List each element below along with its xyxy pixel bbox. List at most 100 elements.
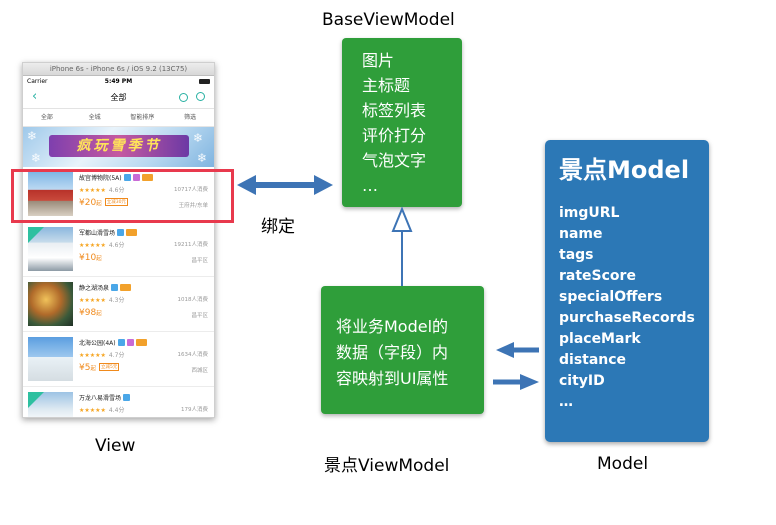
model-prop: … <box>559 394 573 410</box>
vm-desc-line: 数据（字段）内 <box>336 343 449 362</box>
status-bar: Carrier 5:49 PM <box>23 76 214 87</box>
field-rating: 评价打分 <box>362 126 427 145</box>
tag-icon <box>123 394 131 401</box>
tag-icon <box>126 339 134 346</box>
field-ellipsis: … <box>362 176 378 195</box>
place-mark: 昌平区 <box>191 313 208 319</box>
rating: ★★★★★4.6分 <box>79 187 125 194</box>
field-bubble-text: 气泡文字 <box>362 151 427 170</box>
place-mark: 王府井/东单 <box>178 203 208 209</box>
purchase-count: 1634人消费 <box>177 352 209 358</box>
vm-desc-line: 将业务Model的 <box>336 317 449 336</box>
scenic-viewmodel-label: 景点ViewModel <box>324 456 450 476</box>
field-main-title: 主标题 <box>362 76 411 95</box>
filter-sort[interactable]: 智能排序 <box>130 114 155 121</box>
inheritance-arrow <box>391 206 413 286</box>
bind-label: 绑定 <box>261 217 295 237</box>
user-icon[interactable] <box>179 93 188 102</box>
thumbnail-image <box>28 227 73 271</box>
snowflake-icon: ❄ <box>193 131 204 145</box>
model-prop: placeMark <box>559 331 641 347</box>
status-time: 5:49 PM <box>104 78 133 85</box>
model-prop: cityID <box>559 373 605 389</box>
tag-icon <box>141 174 153 181</box>
item-name: 北海公园(4A) <box>79 338 147 347</box>
model-prop: tags <box>559 247 594 263</box>
model-to-vm-arrow <box>496 342 539 358</box>
base-viewmodel-box: 图片 主标题 标签列表 评价打分 气泡文字 … <box>342 38 462 207</box>
tag-icon <box>132 174 140 181</box>
place-mark: 昌平区 <box>191 258 208 264</box>
phone-simulator: iPhone 6s - iPhone 6s / iOS 9.2 (13C75) … <box>22 62 215 418</box>
price: ¥20起立减30元 <box>79 198 128 208</box>
banner-title: 疯玩雪季节 <box>49 135 189 157</box>
model-prop: purchaseRecords <box>559 310 695 326</box>
tag-icon <box>111 284 119 291</box>
promo-banner[interactable]: ❄ ❄ ❄ ❄ 疯玩雪季节 <box>23 127 214 167</box>
field-tag-list: 标签列表 <box>362 101 427 120</box>
scenic-list: 故宫博物院(5A) ★★★★★4.6分 10717人消费 ¥20起立减30元 王… <box>23 167 214 417</box>
scenic-viewmodel-box: 将业务Model的 数据（字段）内 容映射到UI属性 <box>321 286 484 414</box>
filter-city[interactable]: 全城 <box>88 114 101 121</box>
item-name: 军都山滑雪场 <box>79 228 138 237</box>
back-chevron-icon[interactable]: ‹ <box>32 89 38 104</box>
battery-icon <box>199 79 210 84</box>
snowflake-icon: ❄ <box>197 151 208 165</box>
list-item[interactable]: 北海公园(4A) ★★★★★4.7分 1634人消费 ¥5起立减5元 西城区 <box>23 332 214 387</box>
scenic-model-box: 景点Model imgURL name tags rateScore speci… <box>545 140 709 442</box>
model-prop: specialOffers <box>559 289 663 305</box>
filter-screen[interactable]: 筛选 <box>184 114 197 121</box>
tag-icon <box>126 229 138 236</box>
purchase-count: 179人消费 <box>181 407 208 413</box>
rating: ★★★★★4.4分 <box>79 407 125 414</box>
thumbnail-image <box>28 392 73 417</box>
filter-all[interactable]: 全部 <box>40 114 53 121</box>
model-prop: rateScore <box>559 268 636 284</box>
item-name: 万龙八易滑雪场 <box>79 393 131 402</box>
rating: ★★★★★4.6分 <box>79 242 125 249</box>
tag-icon <box>135 339 147 346</box>
purchase-count: 19211人消费 <box>174 242 208 248</box>
tag-icon <box>117 229 125 236</box>
rating: ★★★★★4.3分 <box>79 297 125 304</box>
purchase-count: 10717人消费 <box>174 187 208 193</box>
vm-to-model-arrow <box>493 374 539 390</box>
snowflake-icon: ❄ <box>27 129 38 143</box>
tag-icon <box>117 339 125 346</box>
price: ¥98起 <box>79 308 102 318</box>
thumbnail-image <box>28 282 73 326</box>
price: ¥5起立减5元 <box>79 363 120 373</box>
model-prop: imgURL <box>559 205 620 221</box>
filter-bar: 全部 全城 智能排序 筛选 <box>23 109 214 127</box>
model-prop: distance <box>559 352 627 368</box>
nav-bar: ‹ 全部 <box>23 87 214 109</box>
simulator-title: iPhone 6s - iPhone 6s / iOS 9.2 (13C75) <box>23 63 214 76</box>
snowflake-icon: ❄ <box>31 151 42 165</box>
place-mark: 西城区 <box>191 368 208 374</box>
tag-icon <box>120 284 132 291</box>
list-item[interactable]: 万龙八易滑雪场 ★★★★★4.4分 179人消费 <box>23 387 214 417</box>
carrier-label: Carrier <box>27 78 48 85</box>
model-box-title: 景点Model <box>559 156 690 184</box>
model-prop: name <box>559 226 603 242</box>
model-label: Model <box>597 454 649 474</box>
purchase-count: 1018人消费 <box>177 297 209 303</box>
list-item[interactable]: 军都山滑雪场 ★★★★★4.6分 19211人消费 ¥10起 昌平区 <box>23 222 214 277</box>
bind-double-arrow <box>237 175 333 195</box>
thumbnail-image <box>28 337 73 381</box>
list-item[interactable]: 静之湖汤泉 ★★★★★4.3分 1018人消费 ¥98起 昌平区 <box>23 277 214 332</box>
corner-badge-icon <box>28 227 44 243</box>
rating: ★★★★★4.7分 <box>79 352 125 359</box>
nav-title: 全部 <box>110 93 127 102</box>
vm-desc-line: 容映射到UI属性 <box>336 369 449 388</box>
base-viewmodel-label: BaseViewModel <box>322 10 455 30</box>
highlight-frame <box>11 169 234 223</box>
view-label: View <box>95 436 136 456</box>
tag-icon <box>123 174 131 181</box>
thumbnail-image <box>28 172 73 216</box>
item-name: 静之湖汤泉 <box>79 283 132 292</box>
item-name: 故宫博物院(5A) <box>79 173 153 182</box>
corner-badge-icon <box>28 392 44 408</box>
search-icon[interactable] <box>196 92 205 101</box>
